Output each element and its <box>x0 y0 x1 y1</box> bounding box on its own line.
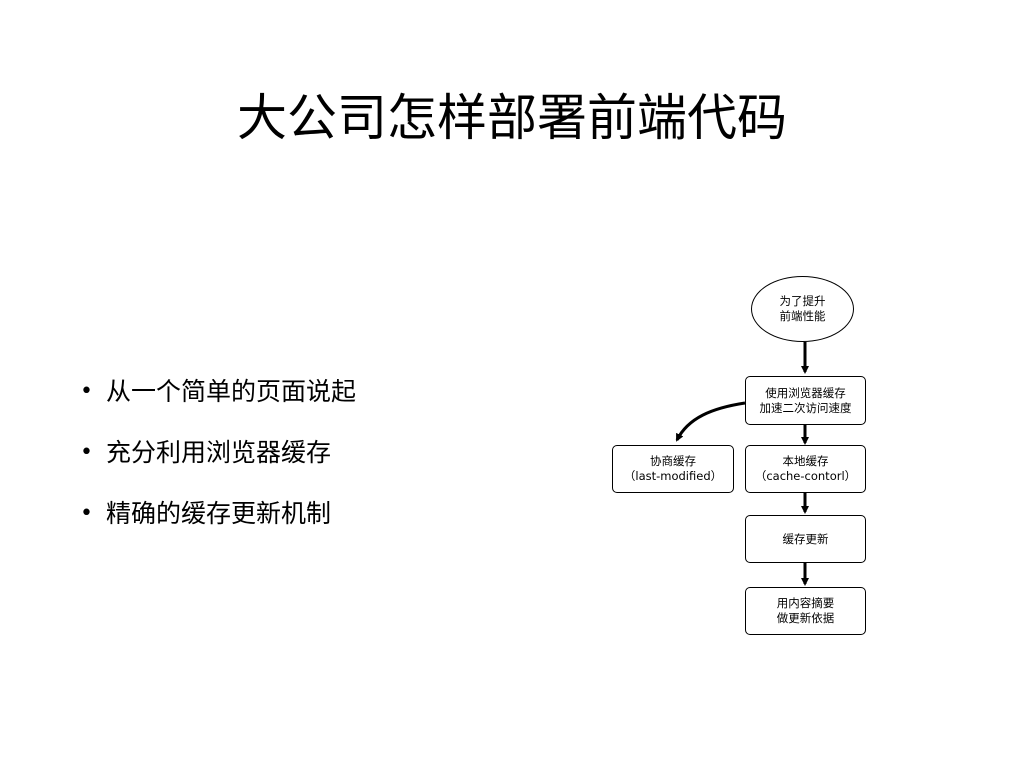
node-label: 用内容摘要 <box>776 596 835 610</box>
node-label: （cache-contorl） <box>754 469 857 483</box>
node-label: 做更新依据 <box>776 611 835 625</box>
node-label: 前端性能 <box>779 309 826 323</box>
bullet-item: • 从一个简单的页面说起 <box>80 370 356 431</box>
bullet-item: • 精确的缓存更新机制 <box>80 492 356 553</box>
node-label: 为了提升 <box>779 294 826 308</box>
node-label: 本地缓存 <box>782 454 829 468</box>
node-label: 缓存更新 <box>782 531 829 546</box>
flow-node-goal: 为了提升 前端性能 <box>751 276 854 342</box>
node-label: 协商缓存 <box>650 454 696 468</box>
bullet-text: 充分利用浏览器缓存 <box>106 438 332 467</box>
flow-node-browser-cache: 使用浏览器缓存 加速二次访问速度 <box>745 376 866 425</box>
slide-title: 大公司怎样部署前端代码 <box>237 89 787 147</box>
bullet-list: • 从一个简单的页面说起 • 充分利用浏览器缓存 • 精确的缓存更新机制 <box>80 370 356 553</box>
node-label: 加速二次访问速度 <box>759 400 852 415</box>
bullet-dot: • <box>80 379 93 404</box>
node-label: （last-modified） <box>623 469 723 483</box>
arrow-browser-cache-to-negotiated-cache <box>675 401 746 442</box>
flow-node-content-digest: 用内容摘要 做更新依据 <box>745 587 866 635</box>
bullet-dot: • <box>80 501 93 526</box>
bullet-text: 精确的缓存更新机制 <box>106 499 332 528</box>
flow-node-negotiated-cache: 协商缓存 （last-modified） <box>612 445 734 493</box>
flow-node-local-cache: 本地缓存 （cache-contorl） <box>745 445 866 493</box>
bullet-item: • 充分利用浏览器缓存 <box>80 431 356 492</box>
node-label: 使用浏览器缓存 <box>765 385 846 400</box>
bullet-dot: • <box>80 440 93 465</box>
flow-node-cache-update: 缓存更新 <box>745 515 866 563</box>
bullet-text: 从一个简单的页面说起 <box>106 377 357 406</box>
